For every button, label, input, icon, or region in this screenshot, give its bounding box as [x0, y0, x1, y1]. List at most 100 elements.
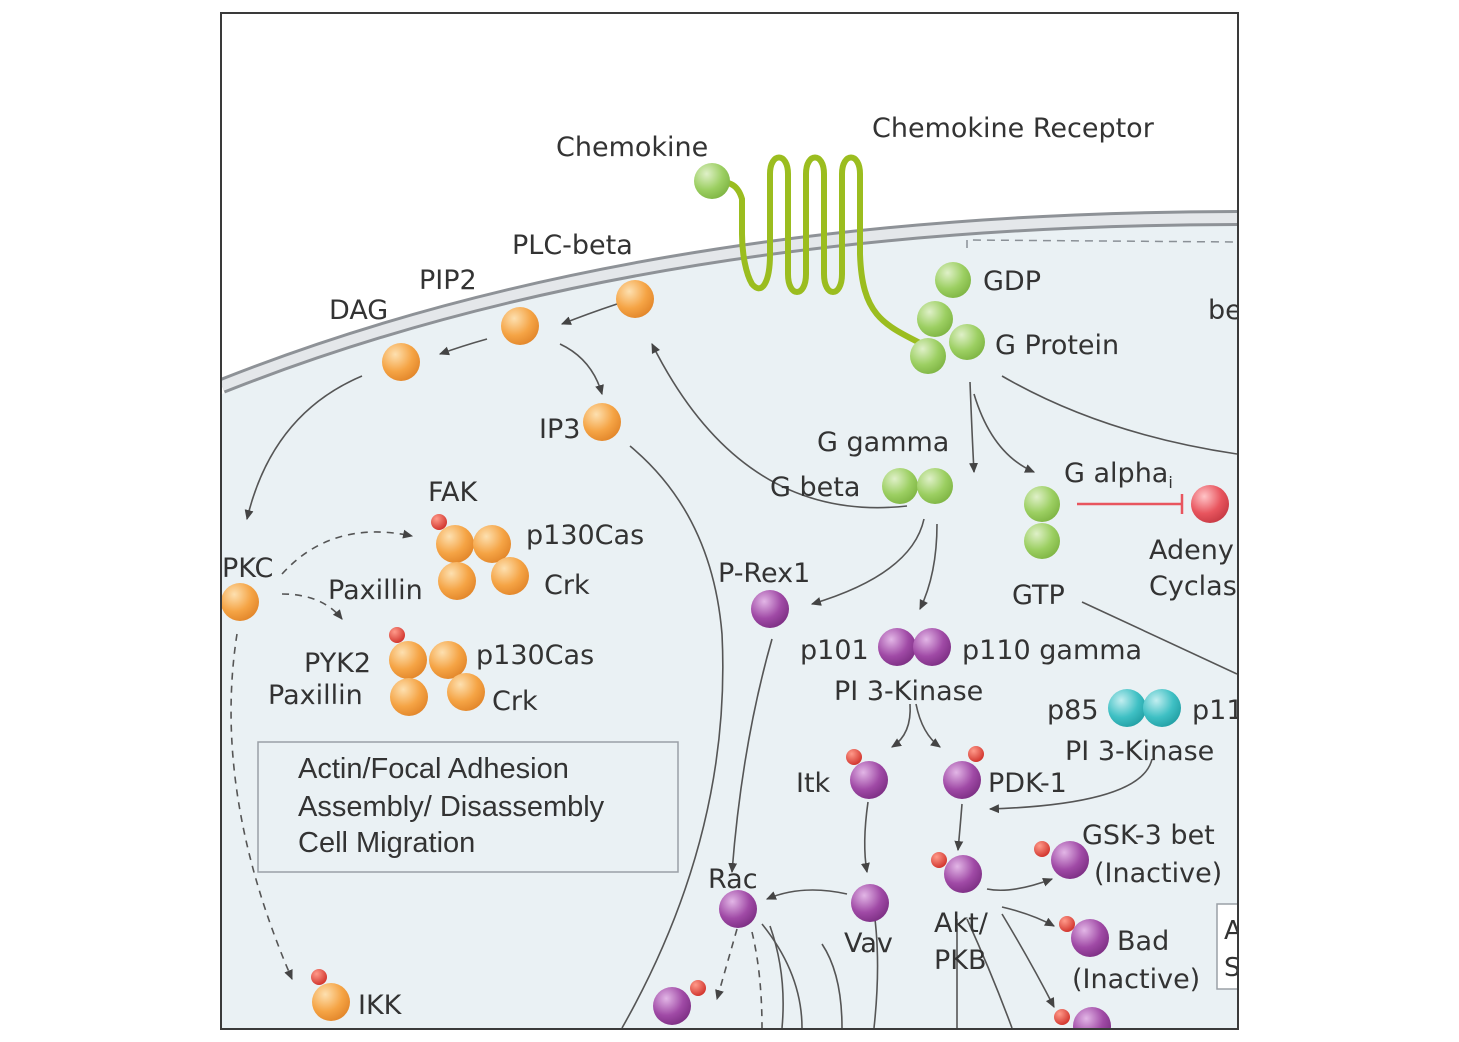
label-chemokine-receptor: Chemokine Receptor [872, 113, 1155, 144]
ip3-node [583, 403, 621, 441]
label-gtp: GTP [1012, 580, 1065, 611]
g-protein-node-1 [917, 301, 953, 337]
label-crk-2: Crk [492, 686, 538, 717]
g-beta-node [917, 468, 953, 504]
actin-focal-adhesion-box [257, 741, 679, 873]
label-be-cut: be [1208, 295, 1237, 326]
pkc-node [222, 583, 259, 621]
label-g-protein: G Protein [995, 330, 1119, 361]
label-pip2: PIP2 [419, 265, 477, 296]
label-gdp: GDP [983, 266, 1041, 297]
label-pdk1: PDK-1 [988, 768, 1067, 799]
label-p101: p101 [800, 635, 869, 666]
box-line-3: Cell Migration [298, 827, 475, 859]
label-p130cas-1: p130Cas [526, 520, 644, 551]
label-bad-inactive: (Inactive) [1072, 964, 1200, 995]
cut-off-box [1216, 903, 1237, 990]
itk-node [850, 761, 888, 799]
chemokine-signaling-diagram: Actin/Focal Adhesion Assembly/ Disassemb… [222, 113, 1237, 1028]
label-g-alpha: G alphai [1064, 458, 1173, 492]
box-line-1: Actin/Focal Adhesion [298, 753, 569, 785]
label-adeny: Adeny [1149, 535, 1234, 566]
dag-node [382, 343, 420, 381]
phosphate-icon [389, 627, 405, 643]
pyk2-node [389, 641, 427, 679]
chemokine-ligand [694, 163, 730, 199]
label-bad: Bad [1117, 926, 1169, 957]
p85-node [1108, 689, 1146, 727]
crk-node-1 [491, 557, 529, 595]
label-p85: p85 [1047, 695, 1099, 726]
gdp-node [935, 262, 971, 298]
box-cut-text-1: A [1224, 916, 1237, 946]
phosphate-icon [1034, 841, 1050, 857]
gsk3-node [1051, 841, 1089, 879]
p-rex1-node [751, 590, 789, 628]
paxillin-node-1 [438, 562, 476, 600]
label-pkb: PKB [934, 945, 987, 976]
g-alpha-node-1 [1024, 486, 1060, 522]
plc-beta-node [616, 280, 654, 318]
label-ikk: IKK [358, 990, 403, 1021]
label-gsk3-inactive: (Inactive) [1094, 858, 1222, 889]
fak-node [436, 525, 474, 563]
box-cut-text-2: S [1224, 953, 1237, 983]
label-chemokine: Chemokine [556, 132, 708, 163]
g-alpha-node-2 [1024, 523, 1060, 559]
phosphate-icon [846, 749, 862, 765]
adenylyl-cyclase-node [1191, 485, 1229, 523]
label-crk-1: Crk [544, 570, 590, 601]
g-protein-node-2 [949, 324, 985, 360]
label-itk: Itk [796, 768, 831, 799]
phosphate-icon [1054, 1009, 1070, 1025]
akt-node [944, 855, 982, 893]
p110-node-2 [1143, 689, 1181, 727]
label-p-rex1: P-Rex1 [718, 558, 810, 589]
label-g-gamma: G gamma [817, 427, 949, 458]
p130cas-node-2 [429, 641, 467, 679]
bottom-purple-node-1 [653, 987, 691, 1025]
phosphate-icon [968, 746, 984, 762]
chemokine-receptor [712, 154, 925, 347]
phosphate-icon [311, 969, 327, 985]
paxillin-node-2 [390, 678, 428, 716]
pdk1-node [943, 761, 981, 799]
label-p11-cut: p11 [1192, 695, 1237, 726]
p110-gamma-node [913, 628, 951, 666]
label-plc-beta: PLC-beta [512, 230, 633, 261]
p130cas-node-1 [473, 525, 511, 563]
label-paxillin-1: Paxillin [328, 575, 423, 606]
bottom-purple-node-2 [1073, 1007, 1111, 1028]
label-pkc: PKC [222, 553, 273, 584]
phosphate-icon [1059, 916, 1075, 932]
label-pi3k-2: PI 3-Kinase [1065, 736, 1214, 767]
ikk-node [312, 983, 350, 1021]
label-dag: DAG [329, 295, 388, 326]
vav-node [851, 884, 889, 922]
label-rac: Rac [708, 864, 758, 895]
g-protein-node-3 [910, 338, 946, 374]
phosphate-icon [690, 980, 706, 996]
phosphate-markers [311, 514, 1075, 1025]
phosphate-icon [931, 852, 947, 868]
cytoplasm [222, 224, 1237, 1028]
label-ip3: IP3 [539, 414, 580, 445]
rac-node [719, 890, 757, 928]
phosphate-icon [431, 514, 447, 530]
label-pi3k-1: PI 3-Kinase [834, 676, 983, 707]
purple-molecules [653, 590, 1111, 1028]
label-cyclas: Cyclas [1149, 571, 1237, 602]
label-paxillin-2: Paxillin [268, 680, 363, 711]
label-p130cas-2: p130Cas [476, 640, 594, 671]
p101-node [878, 628, 916, 666]
g-gamma-node [882, 468, 918, 504]
orange-molecules [222, 280, 654, 1021]
pip2-node [501, 307, 539, 345]
box-line-2: Assembly/ Disassembly [298, 791, 605, 823]
label-vav: Vav [844, 928, 893, 959]
green-molecules [882, 262, 1060, 559]
bad-node [1071, 919, 1109, 957]
label-g-beta: G beta [770, 472, 860, 503]
label-akt: Akt/ [934, 908, 989, 939]
label-pyk2: PYK2 [304, 648, 371, 679]
